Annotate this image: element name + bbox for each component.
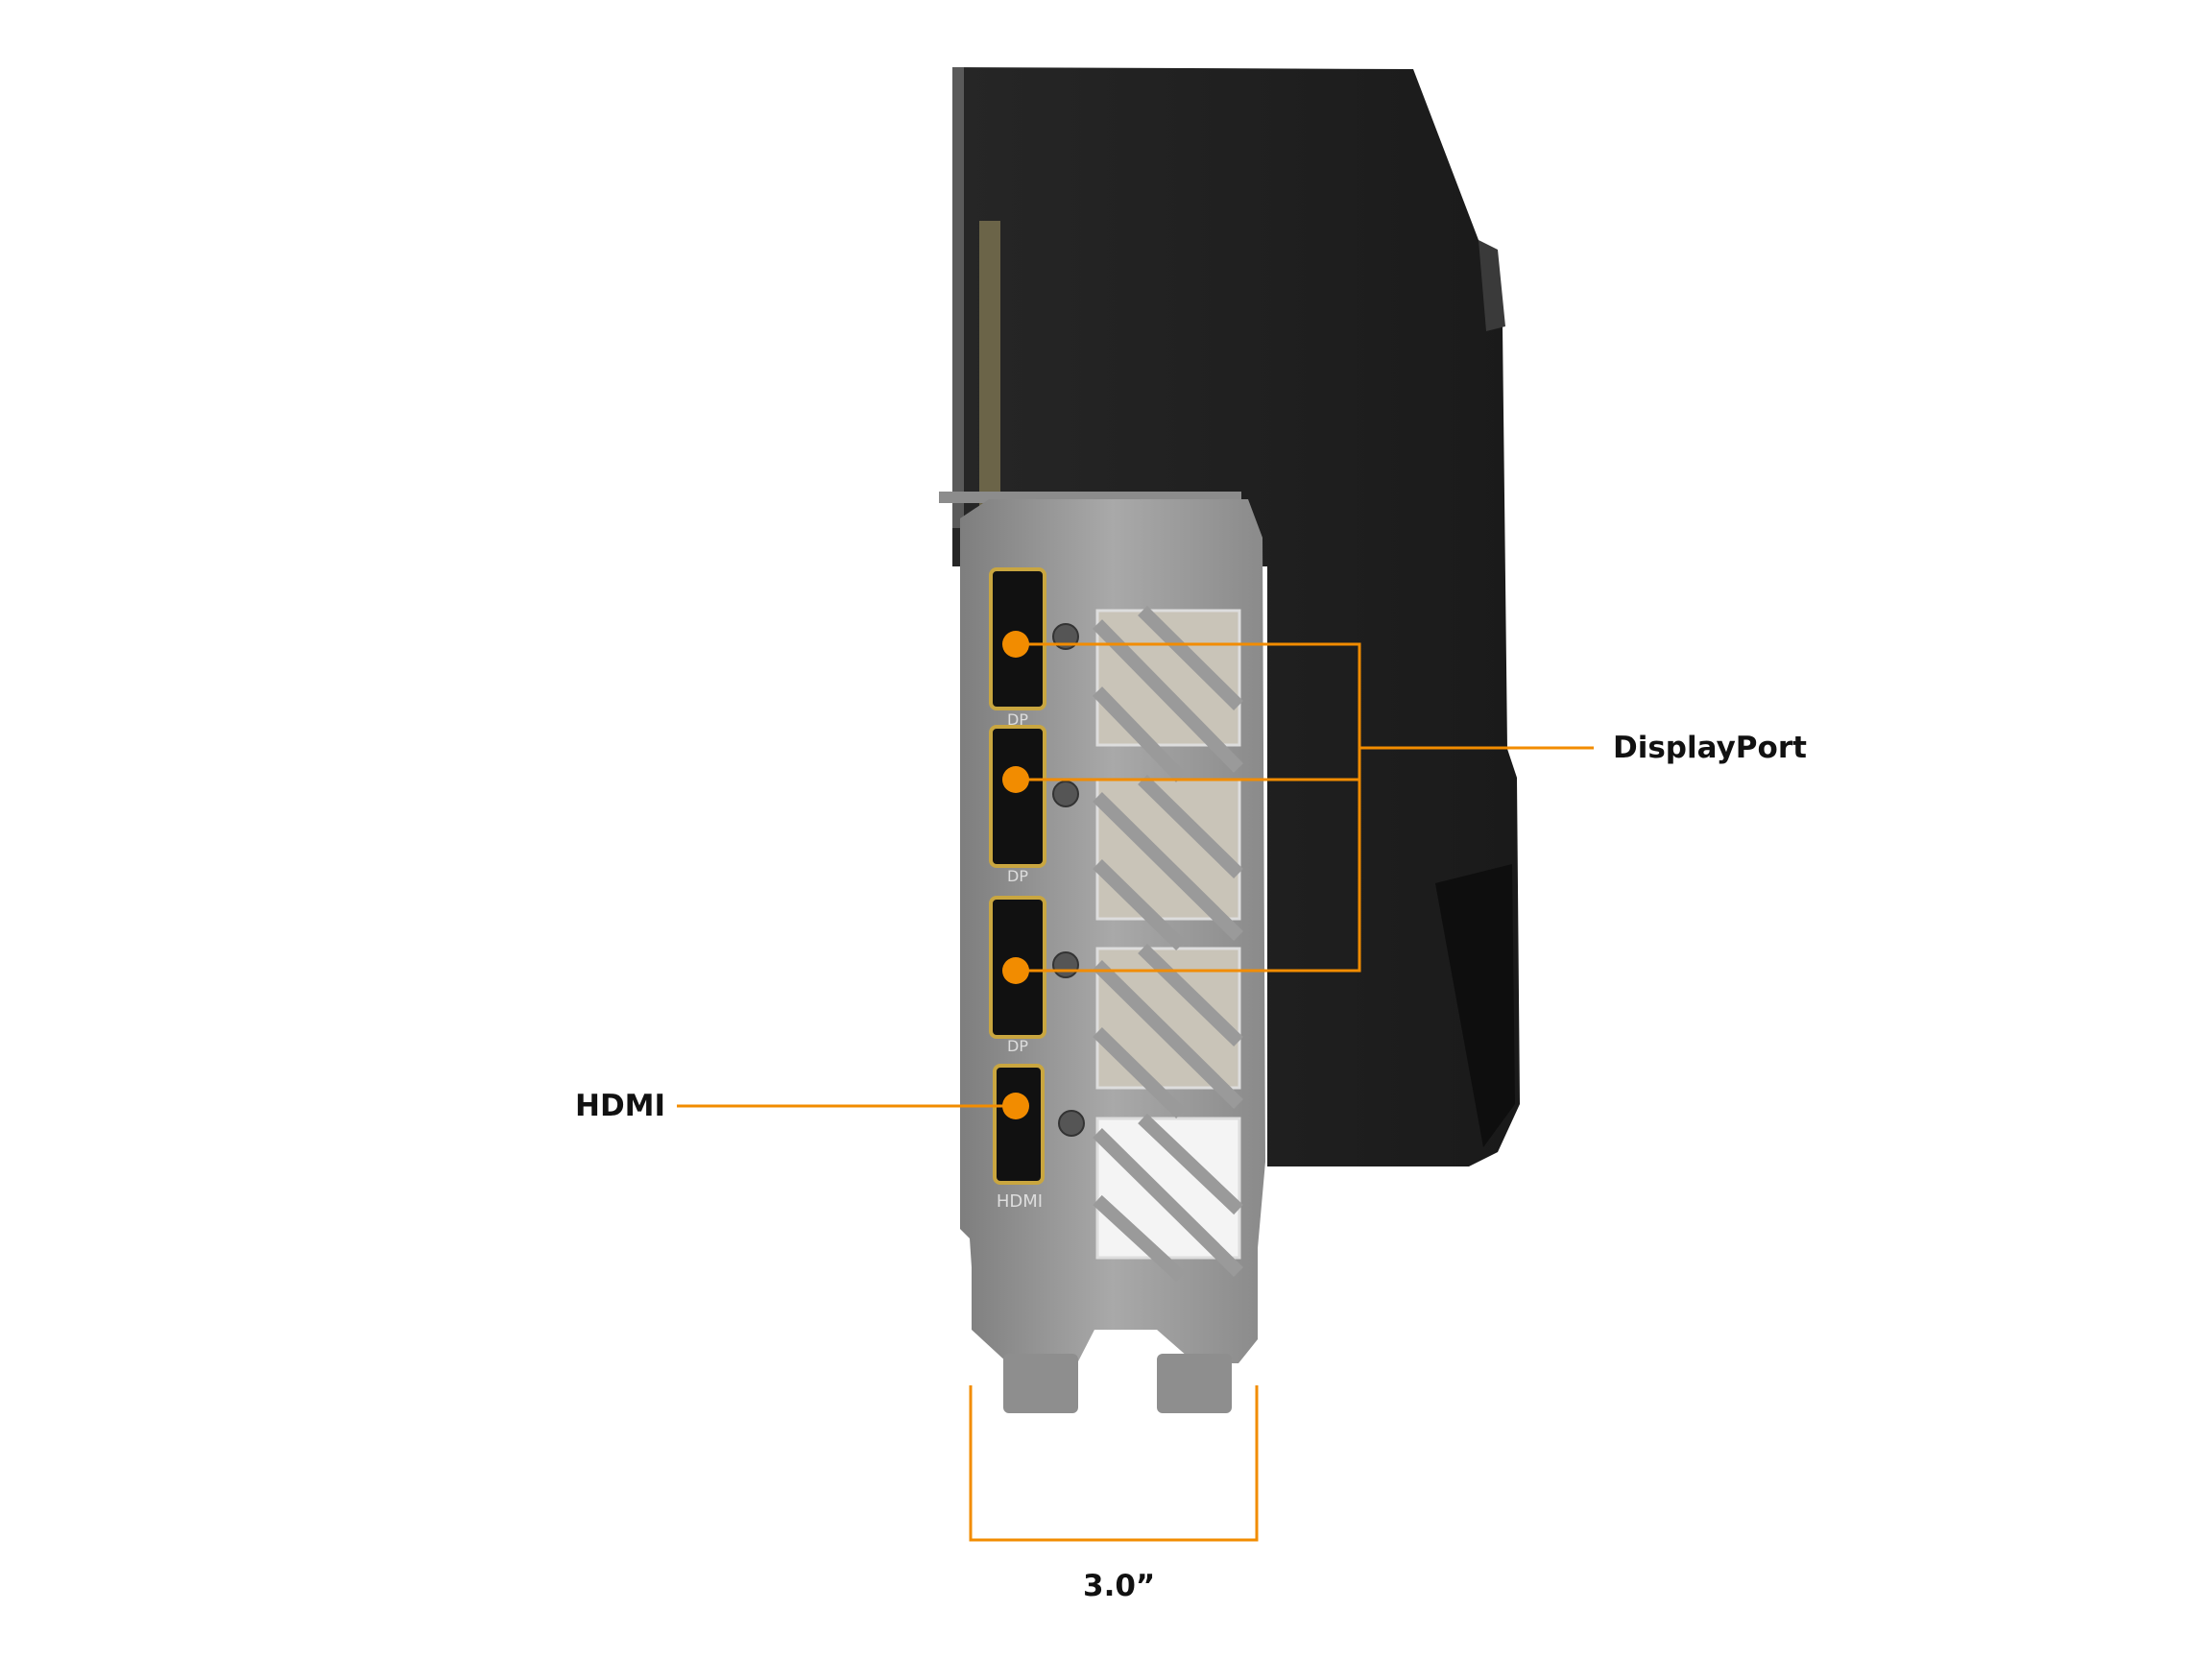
dp-marking: DP (1007, 867, 1028, 885)
hdmi-label: HDMI (575, 1089, 666, 1123)
hdmi-port (993, 1064, 1045, 1185)
hdmi-marking: HDMI (997, 1191, 1043, 1212)
dp-marking: DP (1007, 1037, 1028, 1055)
card-body (952, 67, 1520, 1166)
width-dimension-bracket (969, 1385, 1259, 1542)
io-bracket (939, 492, 1265, 1413)
displayport-2 (989, 725, 1046, 868)
callout-dots (1002, 631, 1029, 1119)
displayport-label: DisplayPort (1613, 731, 1807, 765)
width-dimension-label: 3.0” (1083, 1569, 1156, 1603)
displayport-callout-lines (1016, 642, 1594, 973)
dp-marking: DP (1007, 710, 1028, 729)
